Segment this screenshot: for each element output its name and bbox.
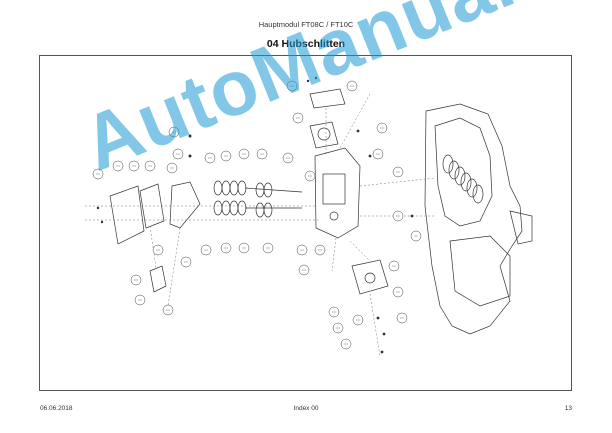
carriage-block — [314, 147, 361, 239]
carriage-window — [322, 173, 346, 205]
main-housing — [424, 103, 523, 335]
shaft-upper — [244, 187, 303, 193]
footer-date: 06.06.2018 — [40, 405, 73, 412]
clamp-plate — [149, 265, 167, 293]
spring-coil — [442, 154, 484, 204]
housing-inner — [434, 117, 493, 227]
housing-bracket — [509, 210, 533, 245]
section-title: 04 Hubschlitten — [266, 38, 346, 50]
left-plate — [109, 185, 145, 245]
upper-bracket — [309, 88, 346, 109]
footer-index: Index 00 — [293, 405, 319, 412]
housing-flange — [449, 235, 511, 307]
exploded-parts-drawing — [85, 76, 533, 357]
footer-page-number: 13 — [564, 405, 572, 412]
guide-arm — [169, 181, 201, 229]
document-title: Hauptmodul FT08C / FT10C — [258, 20, 354, 29]
roller-stack — [213, 180, 273, 218]
roller-unit — [309, 121, 339, 149]
lower-block — [351, 259, 389, 295]
left-bracket — [139, 183, 165, 229]
exploded-view-frame — [39, 55, 572, 391]
